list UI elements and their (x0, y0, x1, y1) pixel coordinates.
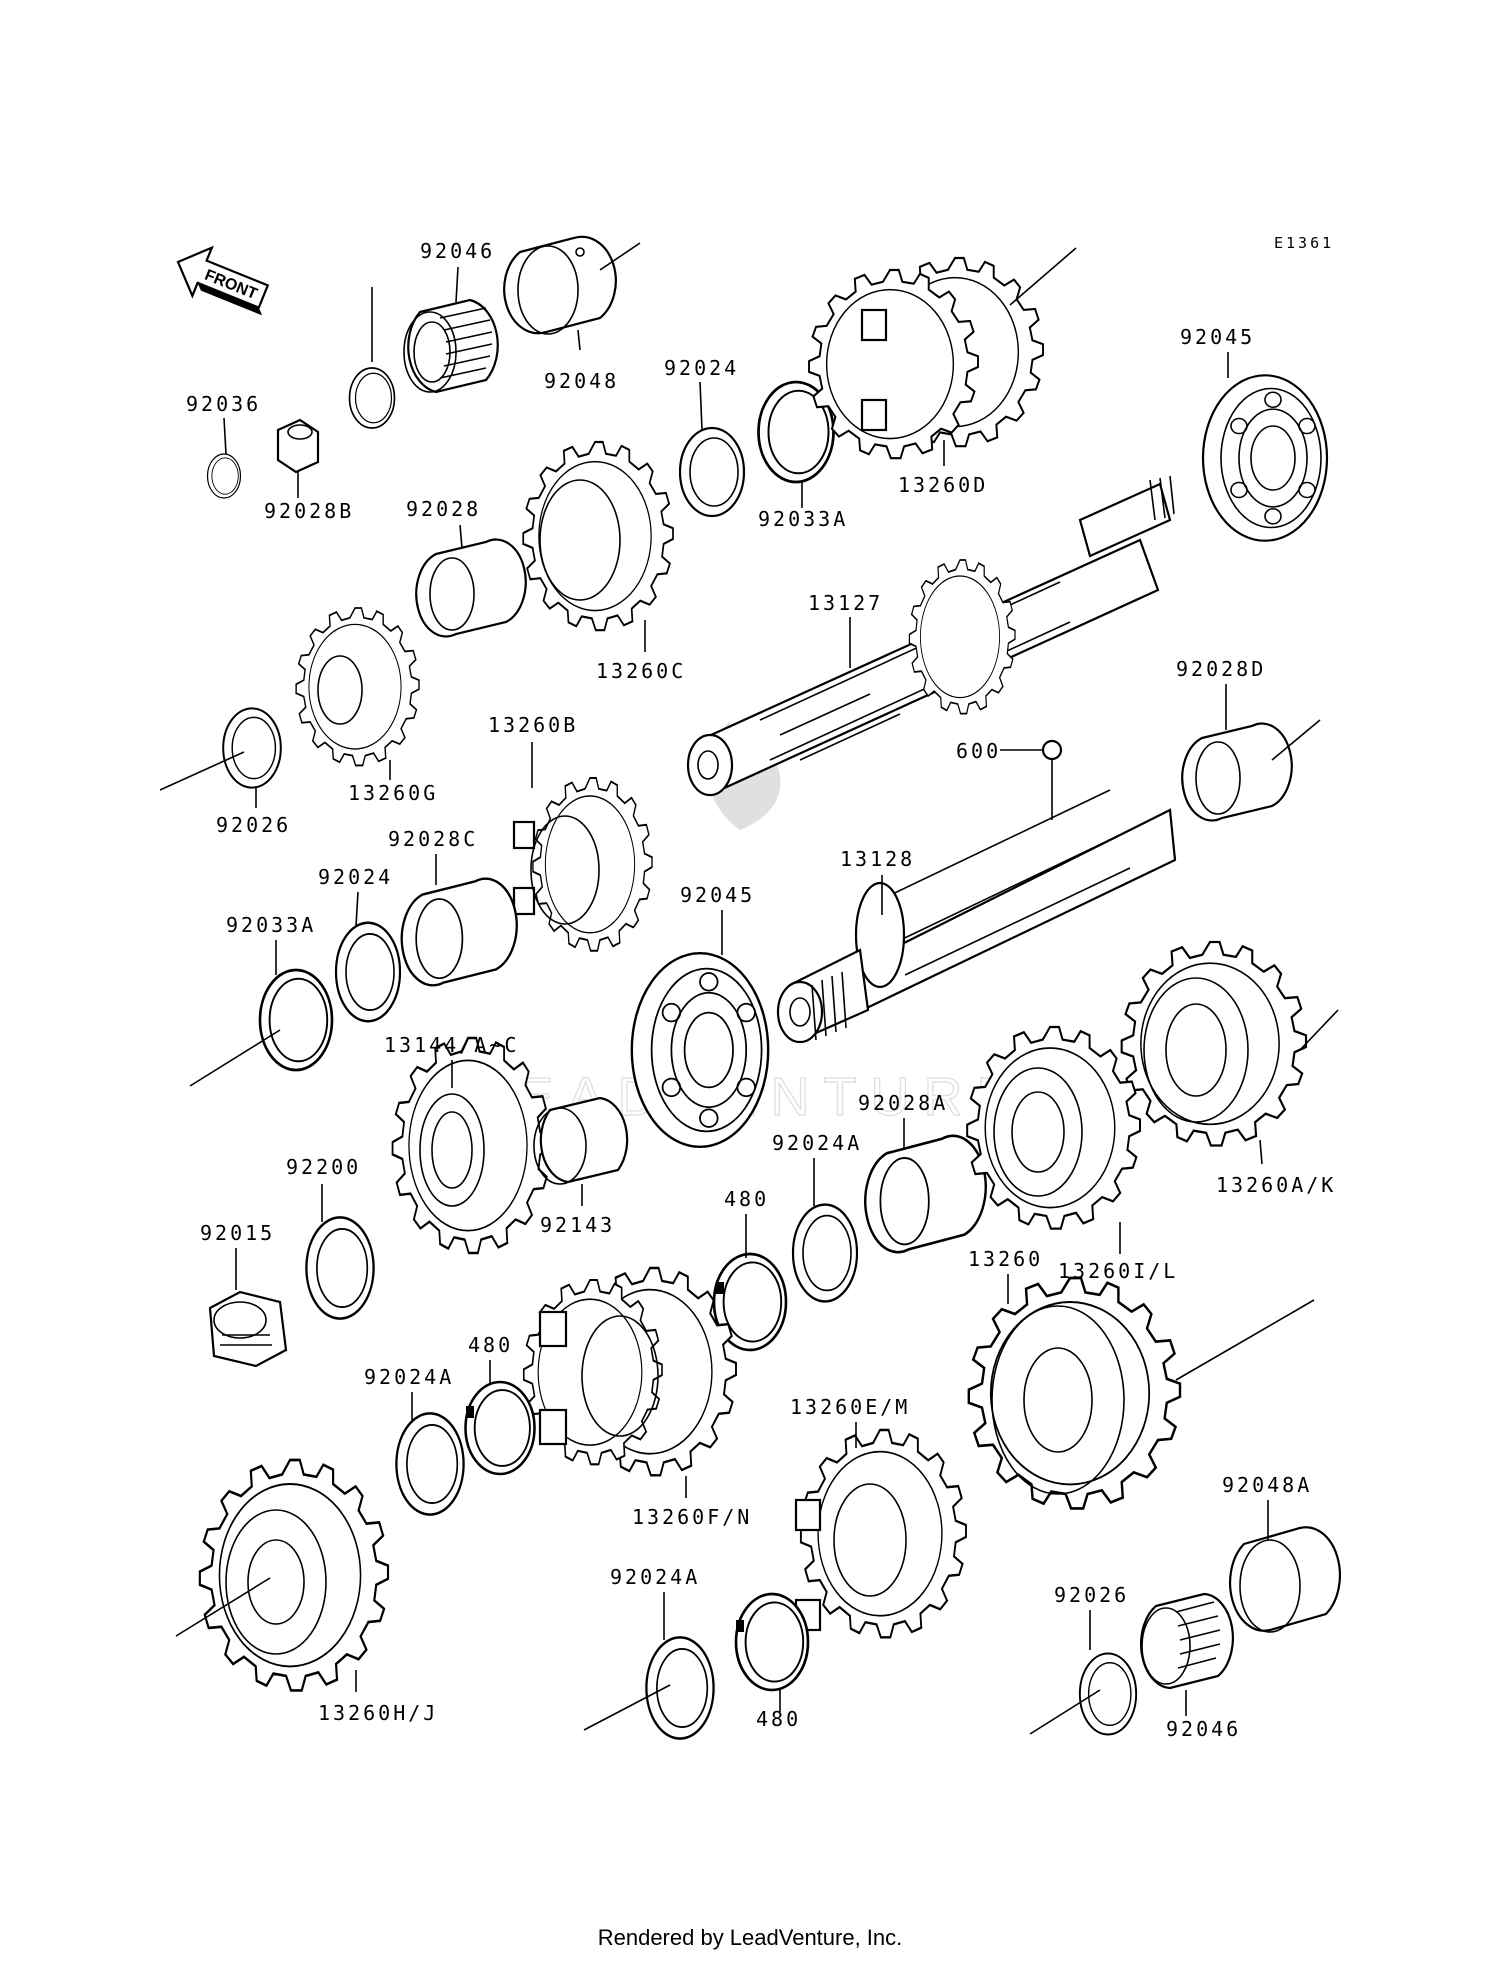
footer-credit: Rendered by LeadVenture, Inc. (597, 1925, 903, 1950)
label-92045-mid: 92045 (680, 883, 755, 907)
part-13260-gear (967, 1276, 1182, 1510)
part-13144-sprocket (391, 1036, 552, 1255)
part-92200-washer (305, 1216, 375, 1320)
label-13260D: 13260D (898, 473, 988, 497)
label-92024A-mid: 92024A (772, 1131, 862, 1155)
label-13260G: 13260G (348, 781, 438, 805)
part-92048-bushing (503, 235, 617, 335)
diagram-code: E1361 (1274, 234, 1334, 252)
part-13260FN-gear (522, 1266, 738, 1477)
label-92033A-mid: 92033A (226, 913, 316, 937)
label-13260AK: 13260A/K (1216, 1173, 1336, 1197)
part-13260IL-gear (966, 1025, 1142, 1230)
part-92045-bearing-mid (630, 951, 770, 1149)
part-13260AK-gear (1120, 940, 1308, 1147)
part-13260B-gear (512, 777, 653, 952)
part-13260D-gear (807, 256, 1045, 460)
label-92028B: 92028B (264, 499, 354, 523)
part-92024-washer-top (678, 426, 746, 518)
part-13260HJ-gear (198, 1458, 390, 1692)
label-13260C: 13260C (596, 659, 686, 683)
label-13144: 13144/A~C (384, 1033, 519, 1057)
label-480-bottom: 480 (756, 1707, 801, 1731)
part-480-circlip-bottom (734, 1592, 810, 1692)
part-480-circlip-mid (712, 1252, 788, 1352)
label-92024A-bottom: 92024A (610, 1565, 700, 1589)
label-92024-mid: 92024 (318, 865, 393, 889)
label-92200: 92200 (286, 1155, 361, 1179)
part-92028D-bushing (1181, 722, 1293, 822)
part-92024A-washer-left (395, 1412, 465, 1516)
part-480-circlip-left (464, 1380, 536, 1476)
label-92028C: 92028C (388, 827, 478, 851)
part-92036-circlip (206, 453, 242, 499)
part-92024-washer-mid (334, 921, 402, 1023)
part-13260EM-gear (794, 1428, 968, 1639)
part-92024A-washer-bottom (645, 1636, 715, 1740)
label-13260: 13260 (968, 1247, 1043, 1271)
label-13260B: 13260B (488, 713, 578, 737)
part-92046-needle-bearing (403, 298, 499, 394)
part-13260C-gear (522, 440, 675, 632)
label-92048: 92048 (544, 369, 619, 393)
part-13128-shaft (776, 789, 1177, 1044)
label-13127: 13127 (808, 591, 883, 615)
label-13260EM: 13260E/M (790, 1395, 910, 1419)
part-13260G-gear (295, 607, 420, 767)
label-13128: 13128 (840, 847, 915, 871)
part-92045-bearing-top (1201, 374, 1329, 542)
label-92046-bottom: 92046 (1166, 1717, 1241, 1741)
part-92028B-collar (276, 418, 320, 474)
label-92026-right: 92026 (1054, 1583, 1129, 1607)
label-92028D: 92028D (1176, 657, 1266, 681)
label-13260FN: 13260F/N (632, 1505, 752, 1529)
part-92033-circlip (348, 367, 396, 429)
label-92045-top: 92045 (1180, 325, 1255, 349)
label-92028: 92028 (406, 497, 481, 521)
label-92046-top: 92046 (420, 239, 495, 263)
label-92024A-left: 92024A (364, 1365, 454, 1389)
label-92026-left: 92026 (216, 813, 291, 837)
label-92048A: 92048A (1222, 1473, 1312, 1497)
label-92015: 92015 (200, 1221, 275, 1245)
part-92028A-bushing (863, 1134, 988, 1254)
label-13260HJ: 13260H/J (318, 1701, 438, 1725)
label-600: 600 (956, 739, 1001, 763)
label-92143: 92143 (540, 1213, 615, 1237)
part-92143-collar (533, 1096, 629, 1185)
part-92033A-circlip-mid (258, 968, 334, 1072)
part-92028-bushing (415, 538, 527, 638)
part-92024A-washer-mid (791, 1203, 859, 1303)
label-92024-top: 92024 (664, 356, 739, 380)
part-92048A-bushing (1228, 1526, 1342, 1633)
part-92046-needle-bearing-bottom (1140, 1592, 1234, 1690)
part-92026-washer-left (222, 707, 282, 789)
label-480-left: 480 (468, 1333, 513, 1357)
label-92036: 92036 (186, 392, 261, 416)
label-92028A: 92028A (858, 1091, 948, 1115)
part-13127-shaft (686, 475, 1175, 797)
front-arrow-icon: FRONT (176, 245, 270, 316)
part-92028C-bushing (400, 877, 518, 987)
label-480-mid: 480 (724, 1187, 769, 1211)
part-92015-nut (208, 1290, 288, 1368)
label-92033A-top: 92033A (758, 507, 848, 531)
part-92026-washer-right (1078, 1652, 1138, 1736)
